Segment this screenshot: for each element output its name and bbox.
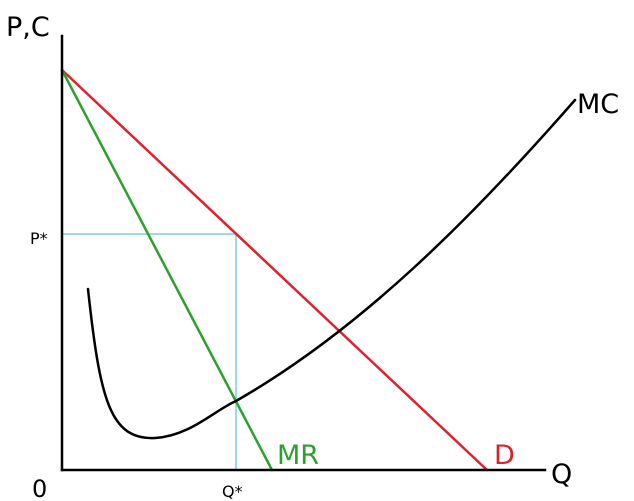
y-axis-label: P,C — [6, 12, 50, 43]
x-axis-label: Q — [551, 459, 572, 490]
origin-label: 0 — [32, 475, 47, 501]
marginal-revenue-label: MR — [277, 440, 319, 471]
demand-label: D — [494, 440, 515, 471]
quantity-tick-label: Q* — [222, 482, 243, 501]
price-tick-label: P* — [30, 229, 48, 248]
demand-curve — [60, 68, 489, 472]
marginal-cost-curve — [86, 98, 577, 440]
marginal-revenue-curve — [60, 68, 274, 472]
marginal-cost-label: MC — [577, 89, 619, 120]
